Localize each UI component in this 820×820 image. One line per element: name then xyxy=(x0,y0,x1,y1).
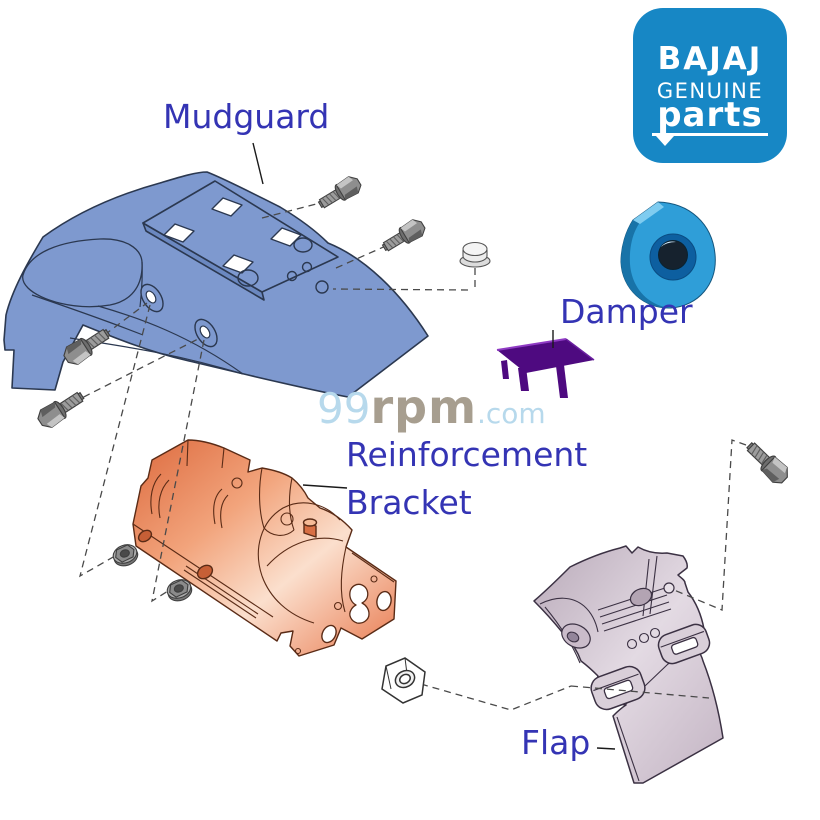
damper-part xyxy=(496,338,595,398)
logo-arrow-icon xyxy=(656,136,674,146)
watermark-99rpm: 99rpm.com xyxy=(317,380,546,434)
cap-grommet xyxy=(459,241,491,268)
watermark-number: 99 xyxy=(317,384,371,433)
damper-bush-part xyxy=(620,201,716,309)
bajaj-genuine-parts-logo: BAJAJ GENUINE parts xyxy=(633,8,787,163)
fasteners xyxy=(34,172,793,704)
mudguard-mounting-plate xyxy=(142,180,339,293)
watermark-tld: .com xyxy=(477,397,546,430)
mudguard-label: Mudguard xyxy=(163,97,330,136)
plate-slot-holes xyxy=(163,197,302,274)
flap-strap-lower xyxy=(590,665,646,711)
bolt-left-2 xyxy=(34,386,89,432)
logo-genuine-text: GENUINE xyxy=(656,79,764,103)
hex-nut xyxy=(381,657,426,704)
bolt-top-1 xyxy=(314,172,365,214)
logo-underline xyxy=(652,133,768,146)
mudguard-part xyxy=(3,171,429,398)
damper-label: Damper xyxy=(560,292,693,331)
flap-strap-upper xyxy=(657,623,711,665)
plate-round-holes xyxy=(237,237,329,294)
mudguard-body xyxy=(3,171,429,398)
label-leader-lines xyxy=(252,142,616,750)
watermark-word: rpm xyxy=(370,380,477,434)
mudguard-bosses xyxy=(140,283,218,348)
reinforcement-bracket-label: Reinforcement Bracket xyxy=(346,435,587,522)
logo-parts-text: parts xyxy=(657,95,763,135)
reinforcement-bracket-label-line2: Bracket xyxy=(346,483,472,522)
bolt-right xyxy=(741,437,793,488)
logo-brand-text: BAJAJ xyxy=(657,41,763,77)
flap-label: Flap xyxy=(521,723,591,762)
bolt-top-2 xyxy=(378,215,429,257)
assembly-dashed-lines xyxy=(61,201,747,711)
reinforcement-bracket-label-line1: Reinforcement xyxy=(346,435,588,474)
flap-part xyxy=(533,545,724,784)
reinforcement-bracket-part xyxy=(132,439,397,657)
